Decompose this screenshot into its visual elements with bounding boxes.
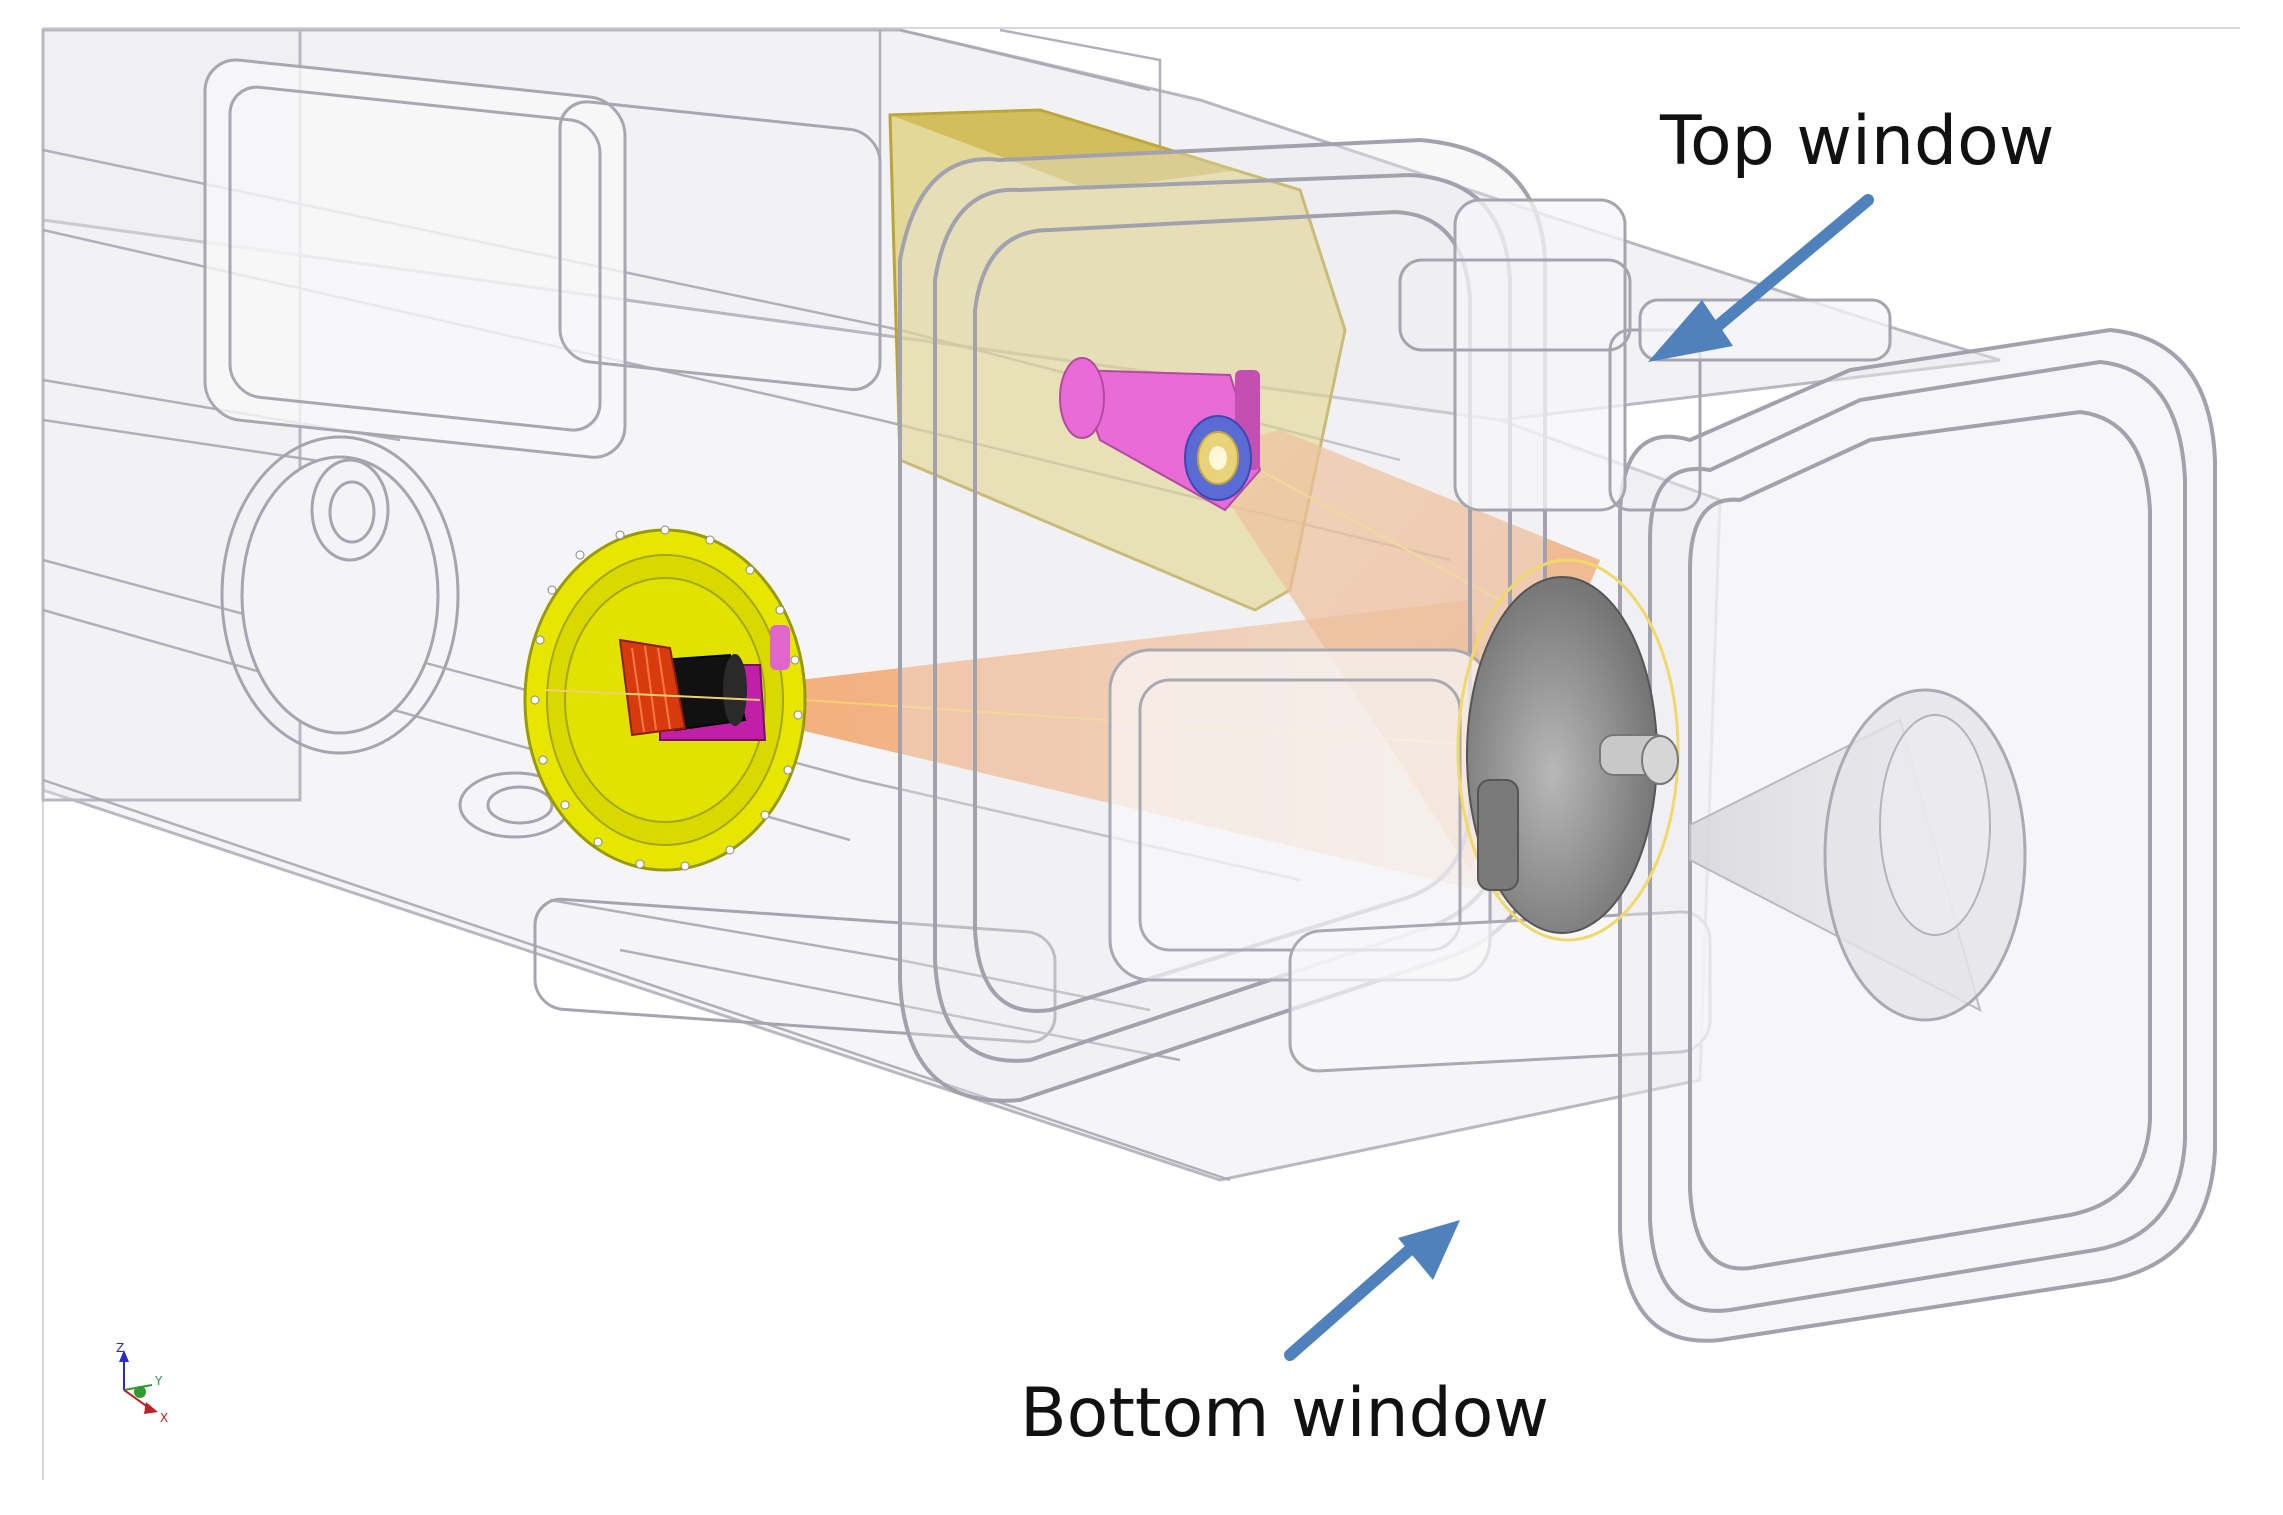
inner-windows <box>1108 648 1712 1073</box>
bottom-window-label: Bottom window <box>1020 1374 1550 1453</box>
cone <box>1689 688 2027 1022</box>
top-window-label: Top window <box>1660 102 2055 181</box>
round-port <box>220 435 460 755</box>
upper-openings <box>203 58 882 459</box>
mirror-disc <box>1456 558 1680 942</box>
light-source <box>1059 357 1262 512</box>
camera-flange <box>523 525 807 872</box>
axis-y-label: Y <box>154 1374 163 1388</box>
arrow-top-window <box>1648 194 1874 362</box>
axis-z-label: Z <box>116 1341 124 1355</box>
axis-triad: Z Y X <box>116 1341 168 1425</box>
arrow-bottom-window <box>1284 1220 1460 1361</box>
axis-x-label: X <box>160 1411 168 1425</box>
